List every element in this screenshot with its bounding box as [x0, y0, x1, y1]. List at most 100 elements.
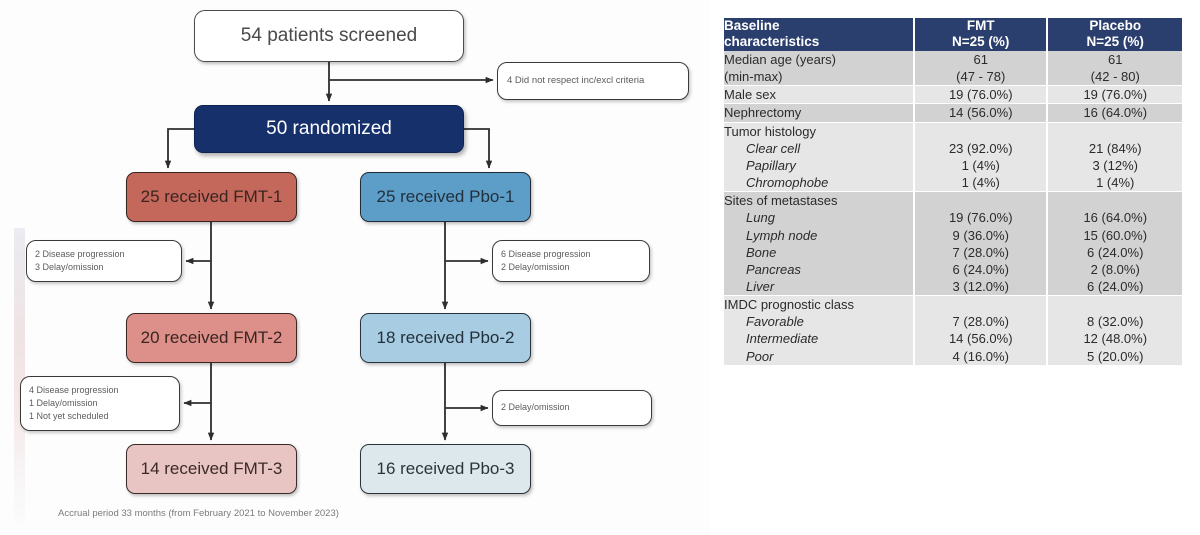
row-text: 3 (12%) [1092, 157, 1138, 173]
row-value-cell: 61 (47 - 78) [915, 50, 1049, 87]
consort-flow-diagram: 54 patients screened 4 Did not respect i… [14, 10, 689, 523]
header-placebo-line1: Placebo [1089, 18, 1142, 33]
row-text: (min-max) [724, 69, 783, 85]
row-value-cell: 21 (84%)3 (12%)1 (4%) [1048, 122, 1182, 193]
row-text: 6 (24.0%) [1087, 278, 1144, 294]
row-text: 7 (28.0%) [952, 314, 1009, 330]
row-text: Tumor histology [724, 123, 816, 139]
note-fmt1-dropout: 2 Disease progression 3 Delay/omission [26, 240, 182, 282]
box-pbo-1: 25 received Pbo-1 [360, 172, 531, 222]
row-text: 19 (76.0%) [948, 87, 1013, 103]
box-randomized: 50 randomized [194, 105, 464, 153]
row-text: 1 (4%) [961, 157, 1000, 173]
table-body: Median age (years)(min-max)61(47 - 78)61… [724, 50, 1182, 366]
baseline-characteristics-table: Baseline characteristics FMT N=25 (%) Pl… [724, 18, 1182, 366]
row-text: 6 (24.0%) [1087, 244, 1144, 260]
row-subitem: Lung [746, 210, 775, 226]
row-text: Median age (years) [724, 51, 836, 67]
row-value-cell: 19 (76.0%) [915, 86, 1049, 105]
row-subitem: Lymph node [746, 227, 818, 243]
header-fmt-line1: FMT [966, 18, 995, 33]
row-value-cell: 14 (56.0%) [915, 104, 1049, 123]
edge-artifact [14, 228, 25, 523]
note-line: 2 Disease progression [35, 248, 125, 259]
row-value-cell: 16 (64.0%) [1048, 104, 1182, 123]
row-text: 9 (36.0%) [952, 227, 1009, 243]
row-text: 2 (8.0%) [1090, 261, 1140, 277]
row-text: 3 (12.0%) [952, 278, 1009, 294]
row-text: 4 (16.0%) [952, 348, 1009, 364]
row-text: 23 (92.0%) [948, 140, 1013, 156]
row-value-cell: 61 (42 - 80) [1048, 50, 1182, 87]
row-text: Nephrectomy [724, 105, 802, 121]
note-line: 3 Delay/omission [35, 262, 104, 272]
box-fmt-1: 25 received FMT-1 [126, 172, 297, 222]
row-value-cell: 8 (32.0%)12 (48.0%)5 (20.0%) [1048, 296, 1182, 366]
row-text: 61 [1108, 51, 1123, 67]
row-text: Sites of metastases [724, 193, 838, 209]
table-row: Median age (years)(min-max)61(47 - 78)61… [724, 50, 1182, 87]
note-fmt2-dropout: 4 Disease progression 1 Delay/omission 1… [20, 376, 180, 431]
row-subitem: Clear cell [746, 140, 801, 156]
row-text: 19 (76.0%) [1083, 87, 1148, 103]
row-text: 16 (64.0%) [1083, 105, 1148, 121]
row-label-cell: Nephrectomy [724, 104, 915, 123]
row-text: 14 (56.0%) [948, 331, 1013, 347]
row-subitem: Intermediate [746, 331, 819, 347]
header-fmt-line2: N=25 (%) [952, 34, 1010, 50]
box-pbo-3: 16 received Pbo-3 [360, 444, 531, 494]
row-label-cell: Median age (years) (min-max) [724, 50, 915, 87]
row-value-cell: 7 (28.0%)14 (56.0%)4 (16.0%) [915, 296, 1049, 366]
row-text: 7 (28.0%) [952, 244, 1009, 260]
row-text: 61 [973, 51, 988, 67]
row-subitem: Favorable [746, 314, 804, 330]
box-fmt-3: 14 received FMT-3 [126, 444, 297, 494]
row-text: 14 (56.0%) [948, 105, 1013, 121]
row-text: 12 (48.0%) [1083, 331, 1148, 347]
row-subitem: Poor [746, 348, 774, 364]
note-line: 4 Disease progression [29, 384, 119, 395]
note-line: 2 Delay/omission [501, 402, 570, 413]
note-line: 1 Not yet scheduled [29, 411, 109, 422]
row-subitem: Papillary [746, 157, 796, 173]
table-row: Male sex 19 (76.0%) 19 (76.0%) [724, 86, 1182, 105]
header-fmt: FMT N=25 (%) [915, 18, 1049, 51]
row-subitem: Chromophobe [746, 175, 829, 191]
row-subitem: Pancreas [746, 261, 801, 277]
row-text: 8 (32.0%) [1087, 314, 1144, 330]
row-text: (42 - 80) [1090, 69, 1140, 85]
table-row: Nephrectomy 14 (56.0%) 16 (64.0%) [724, 104, 1182, 123]
row-text: 1 (4%) [961, 175, 1000, 191]
row-value-cell: 19 (76.0%) [1048, 86, 1182, 105]
header-baseline-characteristics: Baseline characteristics [724, 18, 915, 51]
row-text: (47 - 78) [956, 69, 1006, 85]
row-label-cell: Male sex [724, 86, 915, 105]
row-text: IMDC prognostic class [724, 297, 855, 313]
note-pbo2-dropout: 2 Delay/omission [492, 390, 652, 426]
header-label-line1: Baseline [724, 18, 780, 33]
row-subitem: Bone [746, 244, 777, 260]
box-patients-screened: 54 patients screened [194, 10, 464, 62]
header-label-line2: characteristics [724, 34, 820, 50]
note-pbo1-dropout: 6 Disease progression 2 Delay/omission [492, 240, 650, 282]
row-text: 6 (24.0%) [952, 261, 1009, 277]
accrual-period-caption: Accrual period 33 months (from February … [58, 508, 339, 519]
row-value-cell: 16 (64.0%)15 (60.0%)6 (24.0%)2 (8.0%)6 (… [1048, 192, 1182, 297]
row-text: 1 (4%) [1096, 175, 1135, 191]
header-placebo: Placebo N=25 (%) [1048, 18, 1182, 51]
note-line: 1 Delay/omission [29, 397, 98, 408]
row-text: 19 (76.0%) [948, 210, 1013, 226]
row-value-cell: 23 (92.0%)1 (4%)1 (4%) [915, 122, 1049, 193]
note-line: 6 Disease progression [501, 248, 591, 259]
row-text: 16 (64.0%) [1083, 210, 1148, 226]
row-text: Male sex [724, 87, 777, 103]
row-subitem: Liver [746, 278, 775, 294]
row-text: 15 (60.0%) [1083, 227, 1148, 243]
header-placebo-line2: N=25 (%) [1086, 34, 1144, 50]
box-excluded-criteria: 4 Did not respect inc/excl criteria [497, 62, 689, 100]
table-header-row: Baseline characteristics FMT N=25 (%) Pl… [724, 18, 1182, 51]
